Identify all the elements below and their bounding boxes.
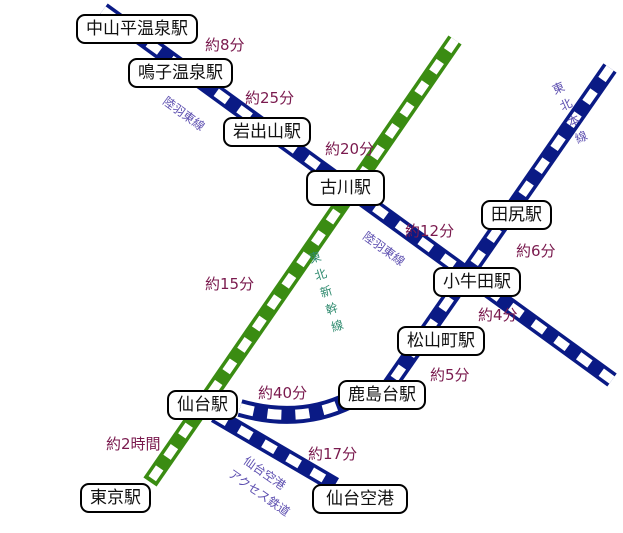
station-kogota: 小牛田駅 — [433, 267, 521, 297]
station-naruko-onsen: 鳴子温泉駅 — [128, 58, 233, 88]
time-sendai-airport: 約17分 — [308, 445, 358, 463]
station-iwadeyama: 岩出山駅 — [223, 117, 311, 147]
time-naruko-iwadeyama: 約25分 — [245, 89, 295, 107]
station-sendai: 仙台駅 — [167, 390, 238, 420]
station-furukawa: 古川駅 — [306, 170, 385, 206]
time-kogota-matsuyamamachi: 約4分 — [478, 306, 518, 324]
airport-access-track — [210, 408, 340, 492]
time-furukawa-kogota: 約12分 — [405, 222, 455, 240]
time-nakayamadaira-naruko: 約8分 — [205, 36, 245, 54]
time-sendai-kashimadai: 約40分 — [258, 384, 308, 402]
station-kashimadai: 鹿島台駅 — [338, 380, 426, 410]
station-sendai-airport: 仙台空港 — [312, 484, 408, 514]
time-sendai-furukawa: 約15分 — [205, 275, 255, 293]
station-nakayamadaira-onsen: 中山平温泉駅 — [76, 14, 198, 44]
time-iwadeyama-furukawa: 約20分 — [325, 140, 375, 158]
time-tokyo-sendai: 約2時間 — [106, 435, 161, 453]
time-matsuyamamachi-kashimadai: 約5分 — [430, 366, 470, 384]
time-tajiri-kogota: 約6分 — [516, 242, 556, 260]
station-tajiri: 田尻駅 — [481, 200, 552, 230]
station-matsuyamamachi: 松山町駅 — [397, 326, 485, 356]
station-tokyo: 東京駅 — [80, 483, 151, 513]
